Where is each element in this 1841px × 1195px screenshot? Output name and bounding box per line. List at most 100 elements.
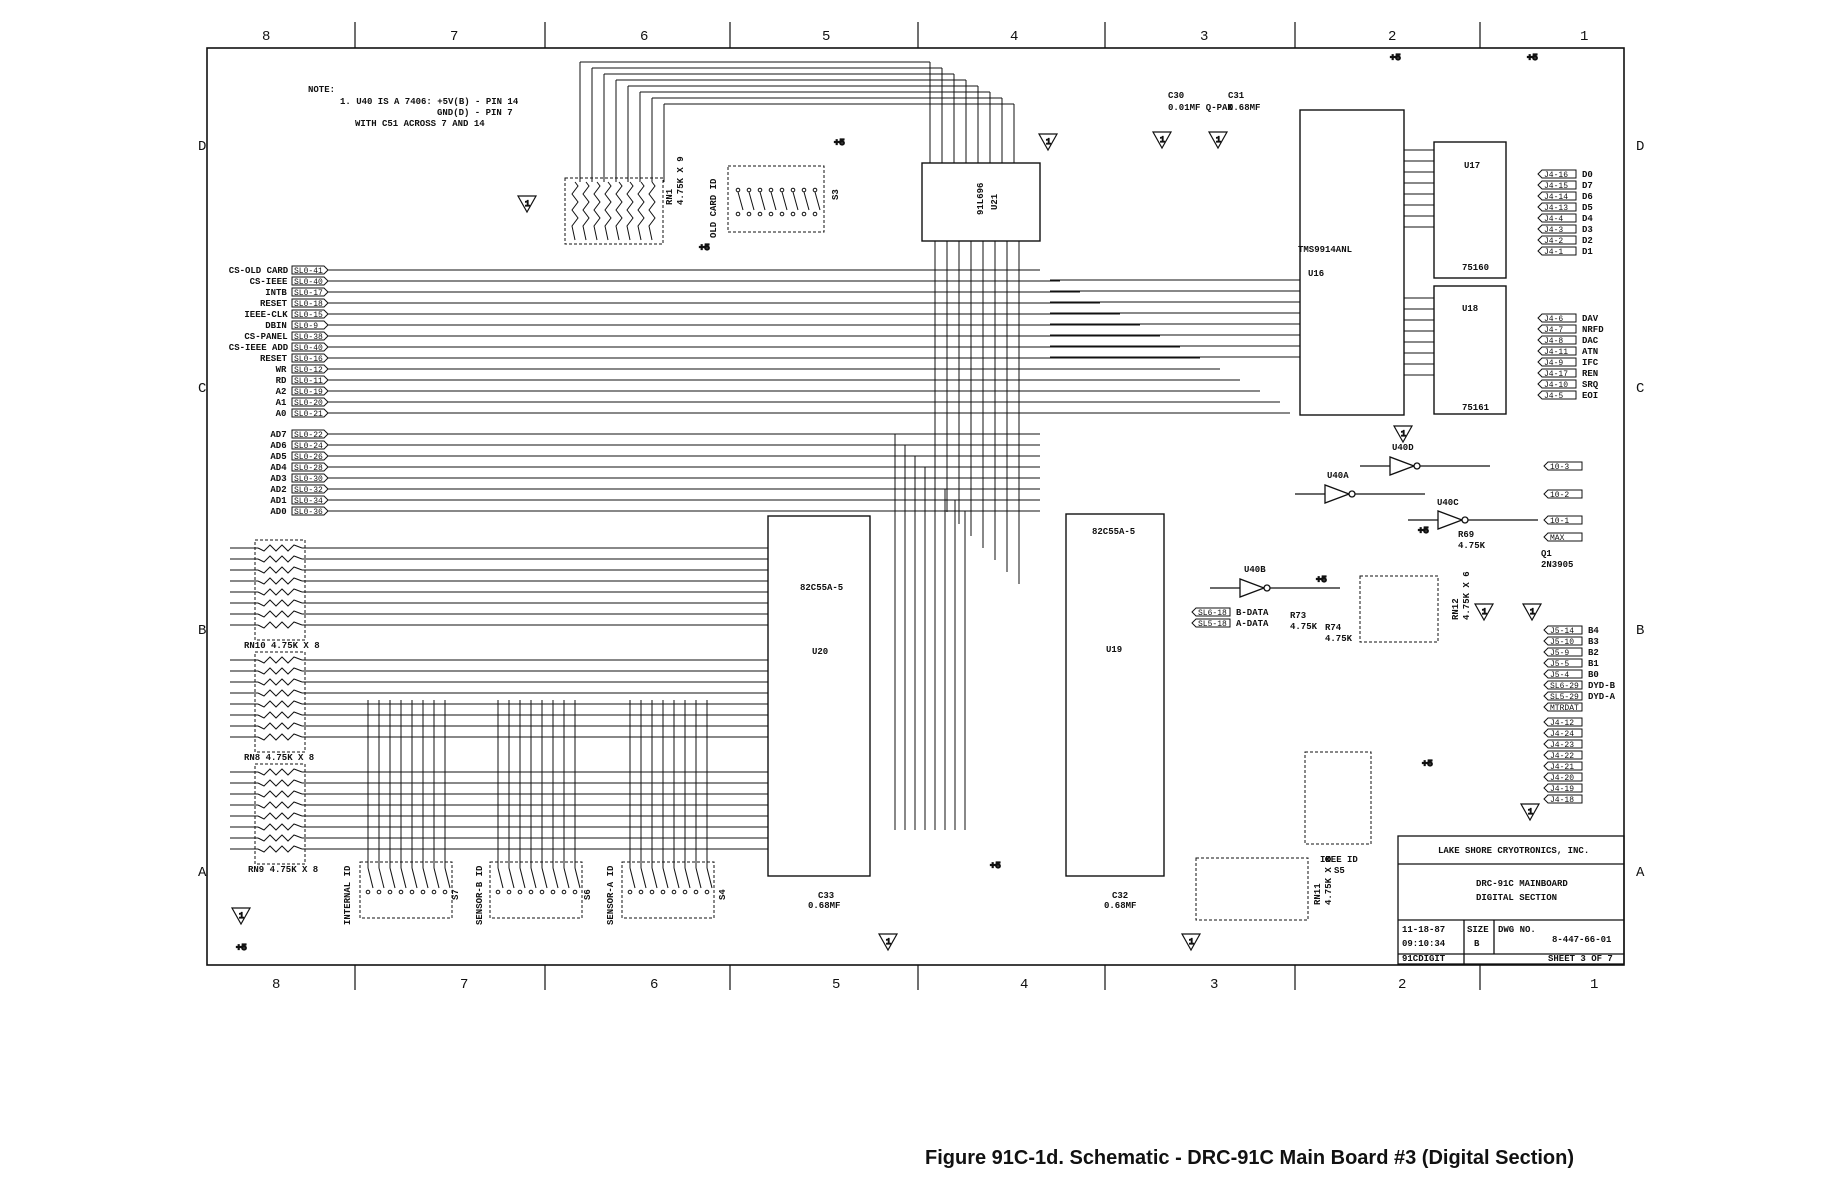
j4-gnd-connector	[1543, 717, 1583, 727]
s3-lever	[748, 191, 755, 211]
ground-number: 1	[1216, 136, 1221, 145]
s7-lever	[433, 867, 440, 889]
s6-contact	[528, 889, 534, 895]
ground-number: 1	[1530, 608, 1535, 617]
signal-pin: SL0-20	[294, 399, 323, 408]
signal-pin: SL0-15	[294, 311, 323, 320]
title-company: LAKE SHORE CRYOTRONICS, INC.	[1438, 846, 1589, 856]
signal-name: CS-OLD CARD	[229, 266, 289, 276]
signal-name: WR	[276, 365, 287, 375]
s7-contact	[376, 889, 382, 895]
u21-chip: 91L696 U21	[921, 162, 1041, 242]
j4-ctrl-pin: J4-9	[1544, 359, 1563, 368]
j4-bus-connector	[1537, 191, 1577, 201]
j5-pin: J5-9	[1550, 649, 1569, 658]
j4-ctrl-pin: J4-8	[1544, 337, 1563, 346]
ground-symbol	[877, 933, 899, 952]
c31-value: 0.68MF	[1228, 103, 1260, 113]
signal-pin: SL0-19	[294, 388, 323, 397]
signal-connector	[291, 342, 329, 352]
u16-label: U16	[1308, 269, 1324, 279]
s3-contact	[746, 187, 752, 193]
j4-ctrl-signal: SRQ	[1582, 380, 1599, 390]
j5-connector	[1543, 680, 1583, 690]
s6-contact	[495, 889, 501, 895]
s4-lever	[684, 867, 691, 889]
j4-ctrl-signal: IFC	[1582, 358, 1599, 368]
s3-contact	[757, 187, 763, 193]
data-line-signal: A-DATA	[1236, 619, 1269, 629]
old-card-id-label: OLD CARD ID	[709, 178, 719, 238]
u17-j4-trace	[1506, 161, 1538, 185]
left-resistor-networks	[230, 539, 768, 865]
s3-contact	[746, 211, 752, 217]
rn8-box	[254, 651, 306, 753]
j4-bus-signal: D1	[1582, 247, 1593, 257]
u17-chip: U17 75160	[1433, 141, 1507, 279]
j5-connector	[1543, 669, 1583, 679]
u17-j4-trace	[1506, 183, 1538, 207]
u17-j4-trace	[1506, 227, 1538, 251]
drawing-frame	[206, 47, 1625, 966]
title-size-label: SIZE	[1467, 925, 1489, 935]
s7-lever	[378, 867, 385, 889]
s4-lever	[629, 867, 636, 889]
zone-label-bottom: 7	[460, 977, 468, 993]
s6-box	[489, 861, 583, 919]
s7-lever	[411, 867, 418, 889]
rn11-label: RN114.75K X 8	[1313, 856, 1334, 905]
misc-connector	[1543, 515, 1583, 525]
u17-label: U17	[1464, 161, 1480, 171]
ground-symbol	[1207, 131, 1229, 150]
s4-lever	[640, 867, 647, 889]
zone-label-top: 7	[450, 29, 458, 45]
u18-j4-trace	[1506, 331, 1538, 351]
s4-contact	[682, 889, 688, 895]
u21-label: U21	[990, 193, 1000, 210]
data-line-connector	[1191, 618, 1231, 628]
rn10-label: RN10 4.75K X 8	[244, 641, 320, 651]
u18-j4-trace	[1506, 320, 1538, 340]
s3-lever	[781, 191, 788, 211]
inverter-bubble	[1413, 462, 1421, 470]
rn9-resistor	[257, 768, 303, 776]
rn8-resistor	[257, 656, 303, 664]
j4-ctrl-connector	[1537, 335, 1577, 345]
bus-name: AD1	[270, 496, 287, 506]
rn11-network	[1195, 857, 1309, 921]
c32-label: C32	[1112, 891, 1128, 901]
j4-bus-connector	[1537, 169, 1577, 179]
s3-contact	[790, 187, 796, 193]
u19-chip: 82C55A-5 U19	[1065, 513, 1165, 877]
signal-pin: SL0-38	[294, 333, 323, 342]
j5-pin: MTRDAT	[1550, 704, 1579, 713]
s4-contact	[649, 889, 655, 895]
vcc-label: +5	[699, 243, 710, 253]
s7-contact	[442, 889, 448, 895]
c33-label: C33	[818, 891, 834, 901]
misc-pin: 10-1	[1550, 517, 1569, 526]
rn1-resistor	[626, 181, 634, 241]
s3-lever	[770, 191, 777, 211]
data-line-signal: B-DATA	[1236, 608, 1269, 618]
s3-dip-switch	[727, 165, 825, 233]
j4-ctrl-pin: J4-6	[1544, 315, 1563, 324]
j4-bus-pin: J4-2	[1544, 237, 1563, 246]
ground-number: 1	[886, 938, 891, 947]
j4-bus-connector	[1537, 235, 1577, 245]
signal-name: INTB	[265, 288, 287, 298]
signal-connector	[291, 309, 329, 319]
u17-j4-trace	[1506, 172, 1538, 196]
j4-bus-connector	[1537, 180, 1577, 190]
vcc-label: +5	[834, 138, 845, 148]
title-line-2: DIGITAL SECTION	[1476, 893, 1557, 903]
j5-signal: B3	[1588, 637, 1599, 647]
u18-label: U18	[1462, 304, 1478, 314]
zone-label-right: D	[1636, 139, 1644, 155]
title-block	[1397, 835, 1625, 965]
ground-symbol	[1037, 133, 1059, 152]
zone-label-bottom: 3	[1210, 977, 1218, 993]
bus-name: AD7	[270, 430, 286, 440]
signal-pin: SL0-40	[294, 278, 323, 287]
